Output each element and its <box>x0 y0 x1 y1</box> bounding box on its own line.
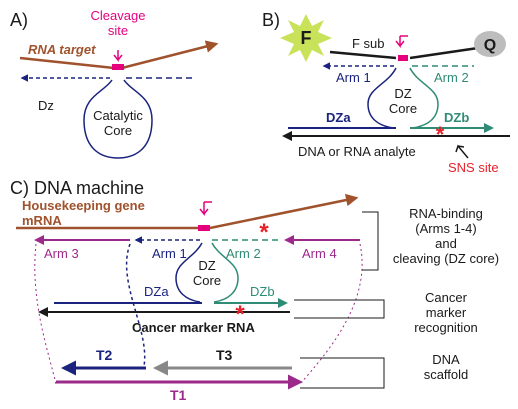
tether-right-purple <box>299 243 363 385</box>
dz-loop-right-b <box>409 67 439 129</box>
f-sub-strand-left <box>329 50 397 60</box>
cleavage-mark-c <box>198 225 210 231</box>
sns-site-label: SNS site <box>448 160 499 175</box>
quencher-label: Q <box>484 37 496 54</box>
panel-b-label: B) <box>262 10 280 30</box>
arm1-c-label: Arm 1 <box>152 246 187 261</box>
bracket-cancer <box>294 299 385 319</box>
f-sub-label: F sub <box>352 36 385 51</box>
cleavage-arrow <box>113 50 123 63</box>
t1-label: T1 <box>170 387 187 403</box>
sns-star-b: * <box>436 122 445 147</box>
cleavage-mark <box>112 64 124 70</box>
mismatch-star-c2: * <box>235 301 245 328</box>
rna-target-strand-left <box>19 56 115 70</box>
cleavage-arrow-c <box>199 201 212 217</box>
dz-loop-left-c <box>175 242 203 303</box>
t3-label: T3 <box>216 347 233 363</box>
dza-b-label: DZa <box>326 110 351 125</box>
arm2-b-label: Arm 2 <box>434 70 469 85</box>
catalytic-core-loop <box>83 79 153 159</box>
sns-pointer <box>455 144 469 159</box>
t2-label: T2 <box>96 347 113 363</box>
housekeeping-strand-right <box>209 193 359 230</box>
dza-c-label: DZa <box>144 284 169 299</box>
panel-a-label: A) <box>10 10 28 30</box>
dzb-b-label: DZb <box>444 110 469 125</box>
dz-loop-right-c <box>211 242 239 303</box>
arm1-b-label: Arm 1 <box>336 70 371 85</box>
cleavage-mark-b <box>398 55 408 61</box>
cancer-rna-label: Cancer marker RNA <box>132 320 255 335</box>
fluorophore-star <box>280 14 332 62</box>
arm3-label: Arm 3 <box>44 246 79 261</box>
rna-target-strand-right <box>121 40 219 70</box>
dzb-c-label: DZb <box>250 284 275 299</box>
arm2-c-label: Arm 2 <box>226 246 261 261</box>
analyte-label: DNA or RNA analyte <box>298 144 416 159</box>
bracket-scaffold <box>300 357 385 389</box>
dz-loop-left-b <box>367 67 397 129</box>
dz-label: Dz <box>38 98 54 113</box>
bracket-rna-binding <box>362 211 379 271</box>
arm4-label: Arm 4 <box>302 246 337 261</box>
tether-left-purple <box>34 243 57 385</box>
tether-left-blue <box>125 243 146 367</box>
quencher-circle <box>474 31 506 57</box>
f-sub-strand-right <box>409 46 479 60</box>
cleavage-arrow-b <box>395 36 405 49</box>
fluorophore-label: F <box>301 28 312 48</box>
panel-c-label: C) DNA machine <box>10 178 144 198</box>
mismatch-star-c1: * <box>259 219 269 246</box>
rna-target-label: RNA target <box>28 42 96 57</box>
